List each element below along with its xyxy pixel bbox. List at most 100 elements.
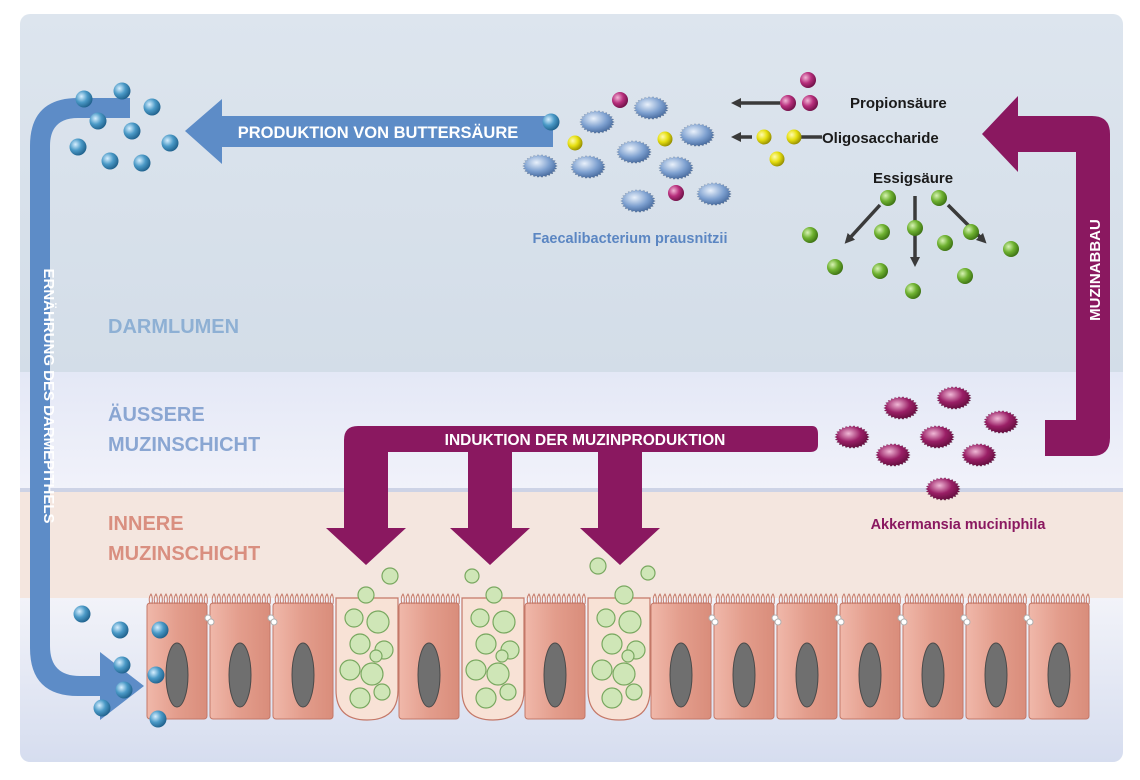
- faecalibacterium-label: Faecalibacterium prausnitzii: [532, 231, 727, 247]
- microvilli: [274, 593, 334, 605]
- nucleus: [291, 642, 315, 708]
- bacterium-body: [875, 443, 911, 467]
- propionate-molecule: [780, 95, 796, 111]
- mucin-granule: [475, 633, 497, 655]
- tight-junction: [267, 614, 278, 626]
- butyrate-molecule: [111, 621, 129, 639]
- butyrate-production-label: PRODUKTION VON BUTTERSÄURE: [238, 124, 519, 142]
- epithelial-cell: [776, 593, 838, 720]
- mucin-granule: [621, 649, 635, 663]
- mucin-induction-label: INDUKTION DER MUZINPRODUKTION: [445, 432, 726, 449]
- bacterium-body: [936, 386, 972, 410]
- butyrate-molecule: [151, 621, 169, 639]
- oligosaccharide-molecule: [769, 151, 785, 167]
- butyrate-molecule: [113, 656, 131, 674]
- mucin-granule: [601, 687, 623, 709]
- goblet-cell: [335, 597, 399, 721]
- akkermansia-cell: [919, 425, 955, 449]
- bacterium-body: [522, 154, 558, 178]
- faecalibacterium-cell: [616, 140, 652, 164]
- epithelium: [146, 557, 1090, 721]
- epithelial-cell: [713, 593, 775, 720]
- bacterium-body: [633, 96, 669, 120]
- secreted-mucin-granule: [589, 557, 607, 575]
- mucin-granule: [369, 649, 383, 663]
- mucin-granule: [495, 649, 509, 663]
- junction-dot: [1026, 618, 1034, 626]
- molecules: [69, 72, 1019, 728]
- tight-junction: [708, 614, 719, 626]
- faecalibacterium-cell: [522, 154, 558, 178]
- mucin-granule: [465, 659, 487, 681]
- nucleus: [228, 642, 252, 708]
- bacterium-body: [919, 425, 955, 449]
- nucleus: [732, 642, 756, 708]
- goblet-cell: [461, 597, 525, 721]
- faecalibacterium-cell: [579, 110, 615, 134]
- butyrate-molecule: [113, 82, 131, 100]
- bacterium-body: [983, 410, 1019, 434]
- junction-dot: [900, 618, 908, 626]
- nucleus: [1047, 642, 1071, 708]
- butyrate-molecule: [161, 134, 179, 152]
- microvilli: [211, 593, 271, 605]
- mucin-granule: [601, 633, 623, 655]
- microvilli: [1030, 593, 1090, 605]
- oligosaccharide-molecule: [657, 131, 673, 147]
- mucin-granule: [470, 608, 490, 628]
- gut-lumen-label: DARMLUMEN: [108, 316, 239, 338]
- propionate-molecule: [802, 95, 818, 111]
- faecalibacterium-cell: [620, 189, 656, 213]
- butyrate-molecule: [93, 699, 111, 717]
- microvilli: [400, 593, 460, 605]
- mucin-granule: [591, 659, 613, 681]
- oligosaccharide-molecule: [567, 135, 583, 151]
- faecalibacterium-cell: [570, 155, 606, 179]
- tight-junction: [1023, 614, 1034, 626]
- microvilli: [967, 593, 1027, 605]
- butyrate-molecule: [73, 605, 91, 623]
- faecalibacterium-cell: [633, 96, 669, 120]
- akkermansia-cell: [875, 443, 911, 467]
- epithelial-cell: [902, 593, 964, 720]
- akkermansia-cell: [983, 410, 1019, 434]
- epithelial-cell: [272, 593, 334, 720]
- microvilli: [841, 593, 901, 605]
- akkermansia-cell: [936, 386, 972, 410]
- nucleus: [795, 642, 819, 708]
- microvilli: [778, 593, 838, 605]
- secreted-mucin-granule: [640, 565, 656, 581]
- inner-mucus-label-2: MUZINSCHICHT: [108, 543, 260, 565]
- layer-divider: [20, 488, 1123, 494]
- mucin-granule: [492, 610, 516, 634]
- mucin-granule: [596, 608, 616, 628]
- nucleus: [858, 642, 882, 708]
- bacterium-body: [961, 443, 997, 467]
- butyrate-arrow: [185, 99, 553, 164]
- mucin-granule: [349, 633, 371, 655]
- epithelial-cell: [650, 593, 712, 720]
- epithelial-cell: [839, 593, 901, 720]
- acetate-molecule: [907, 220, 923, 236]
- nutrition-arrow-body: [30, 98, 144, 720]
- mucin-granule: [625, 683, 643, 701]
- acetate-molecule: [963, 224, 979, 240]
- propionate-molecule: [612, 92, 628, 108]
- butyrate-molecule: [143, 98, 161, 116]
- mucin-granule: [349, 687, 371, 709]
- faecalibacterium-cell: [679, 123, 715, 147]
- faecalibacterium-cell: [696, 182, 732, 206]
- bacterium-body: [883, 396, 919, 420]
- mucin-granule: [499, 683, 517, 701]
- microvilli: [904, 593, 964, 605]
- junction-dot: [270, 618, 278, 626]
- butyrate-molecule: [147, 666, 165, 684]
- junction-dot: [207, 618, 215, 626]
- butyrate-molecule: [542, 113, 560, 131]
- mucin-granule: [344, 608, 364, 628]
- epithelial-cell: [524, 593, 586, 720]
- outer-mucus-label-2: MUZINSCHICHT: [108, 434, 260, 456]
- microvilli: [148, 593, 208, 605]
